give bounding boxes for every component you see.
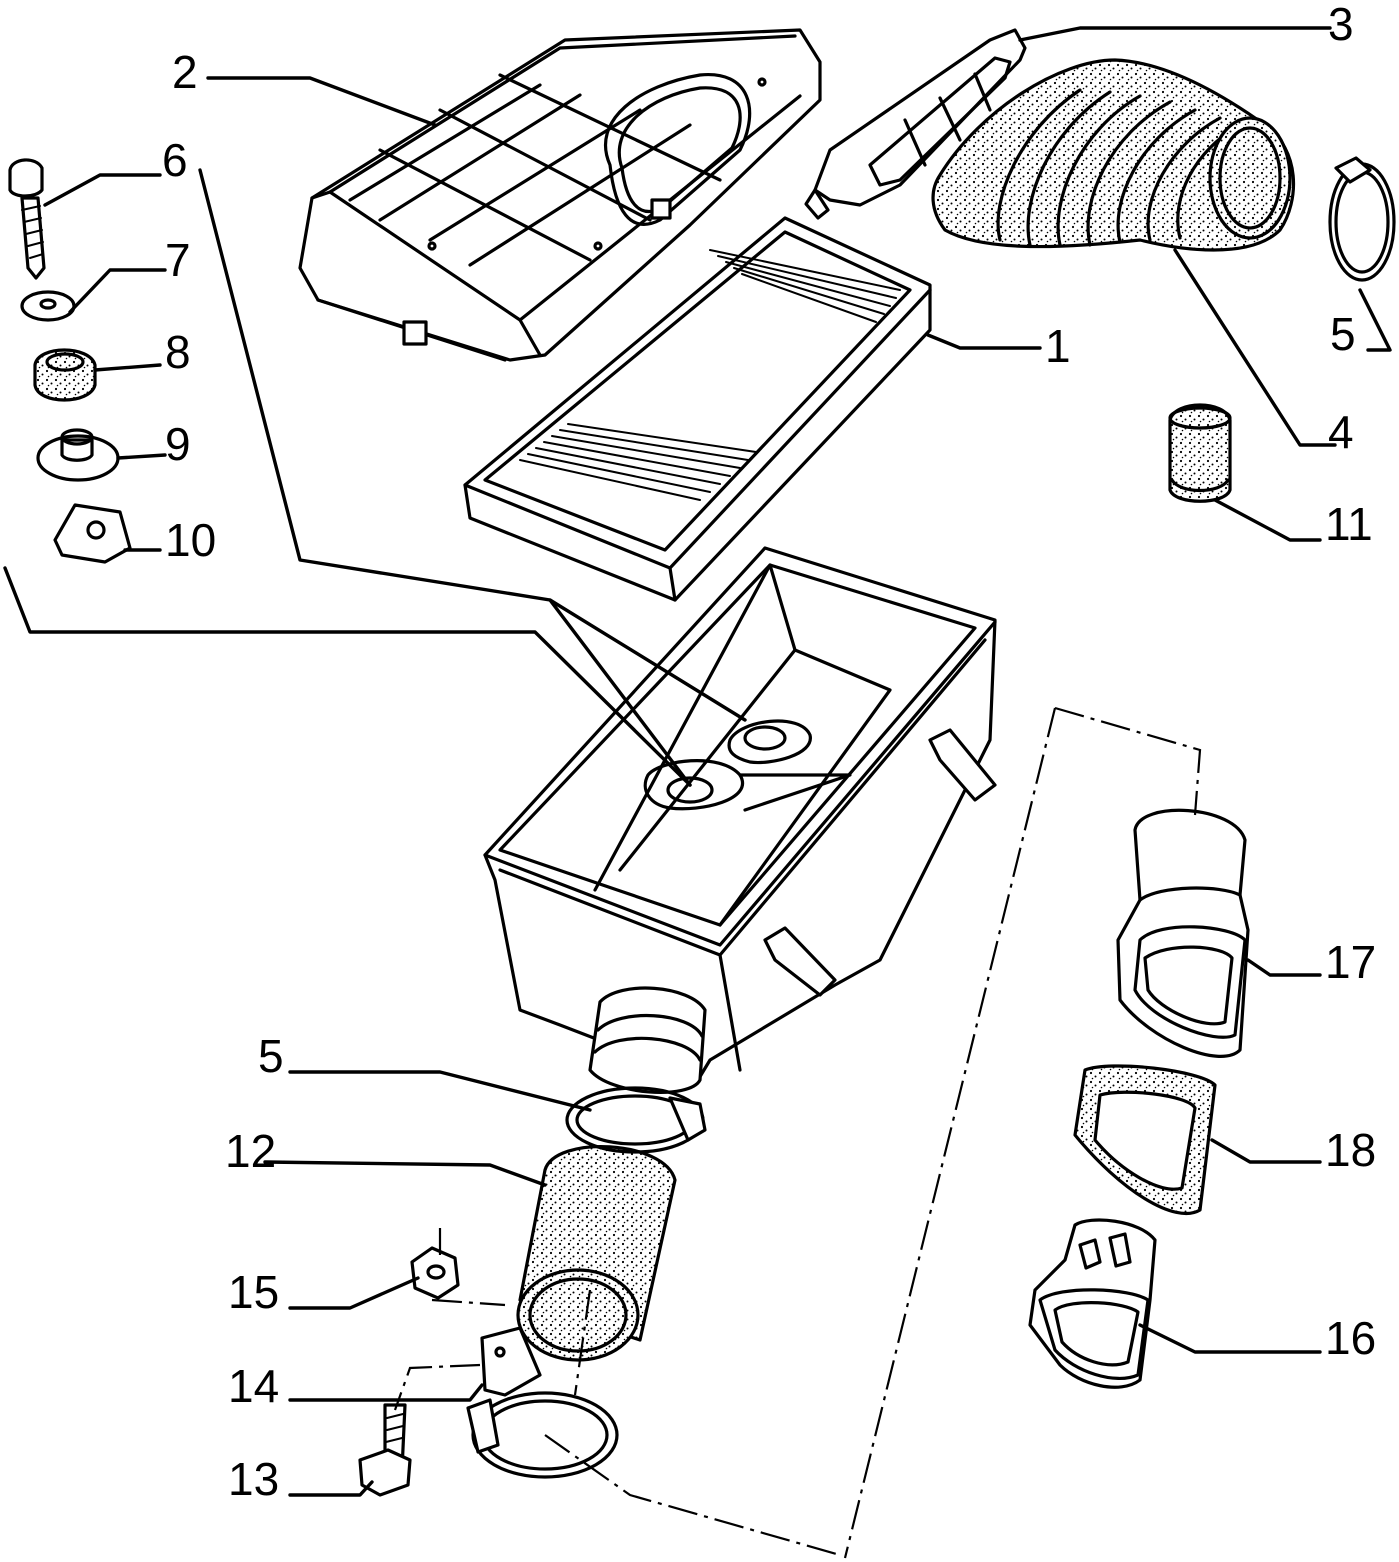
hose-clamp-upper [1328, 156, 1396, 282]
hose-clamp-lower [565, 1086, 707, 1154]
intake-scoop-17 [1116, 808, 1250, 1058]
callout-18: 18 [1325, 1124, 1376, 1176]
washer-7 [20, 290, 76, 322]
callout-16: 16 [1325, 1312, 1376, 1364]
bellows-hose [931, 58, 1296, 252]
speed-nut-10 [53, 503, 132, 564]
callout-12: 12 [225, 1125, 276, 1177]
callout-5-lower: 5 [258, 1030, 284, 1082]
callout-2: 2 [172, 46, 198, 98]
spacer-9 [36, 428, 120, 482]
callout-14: 14 [228, 1360, 279, 1412]
leader-lines [3, 26, 1392, 1497]
air-box-cover [298, 28, 822, 362]
callout-17: 17 [1325, 936, 1376, 988]
bracket-clamp-14 [466, 1326, 619, 1479]
callout-1: 1 [1045, 320, 1071, 372]
grommet-8 [33, 348, 97, 402]
intake-adapter-16 [1028, 1218, 1157, 1389]
nut-15 [410, 1246, 460, 1300]
callout-7: 7 [165, 234, 191, 286]
foam-gasket-18 [1073, 1064, 1217, 1216]
callout-labels: 2 3 6 7 1 5 8 4 9 11 10 17 5 12 18 15 16… [162, 0, 1376, 1505]
callout-5-upper: 5 [1330, 308, 1356, 360]
callout-13: 13 [228, 1453, 279, 1505]
callout-11: 11 [1325, 498, 1373, 550]
foam-sleeve-12 [516, 1145, 677, 1362]
callout-10: 10 [165, 514, 216, 566]
screw-6 [8, 158, 46, 280]
duct-flange [804, 28, 1027, 220]
callout-8: 8 [165, 326, 191, 378]
callout-6: 6 [162, 134, 188, 186]
callout-3: 3 [1328, 0, 1354, 50]
air-filter-element [463, 216, 932, 602]
bolt-13 [358, 1403, 412, 1497]
rubber-plug [1168, 403, 1232, 503]
callout-4: 4 [1328, 406, 1354, 458]
air-box-base [483, 546, 997, 1094]
assembly-centerlines [393, 706, 1202, 1559]
callout-15: 15 [228, 1266, 279, 1318]
callout-9: 9 [165, 418, 191, 470]
